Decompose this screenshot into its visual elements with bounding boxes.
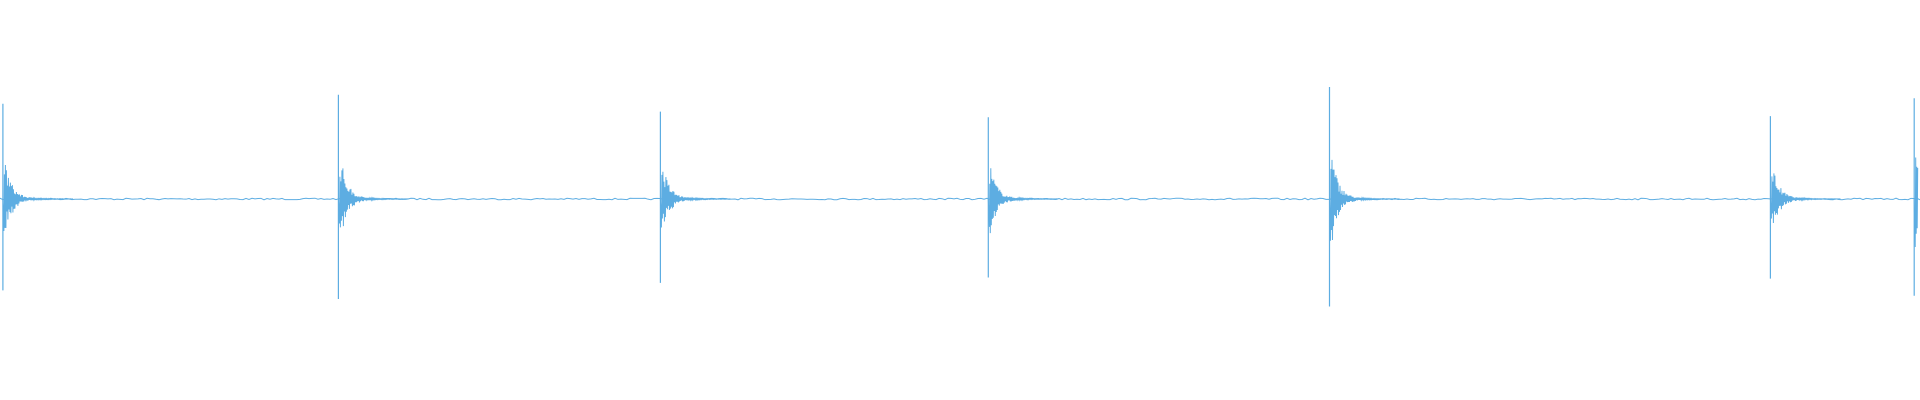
waveform-transient: [987, 117, 1059, 278]
waveform-transient: [1913, 98, 1919, 296]
waveform-baseline: [0, 197, 1920, 201]
waveform-transient: [2, 103, 74, 291]
waveform-transient: [1769, 116, 1841, 279]
waveform-transient: [337, 94, 409, 299]
waveform-transient: [1328, 87, 1400, 307]
waveform-transient: [659, 111, 731, 283]
